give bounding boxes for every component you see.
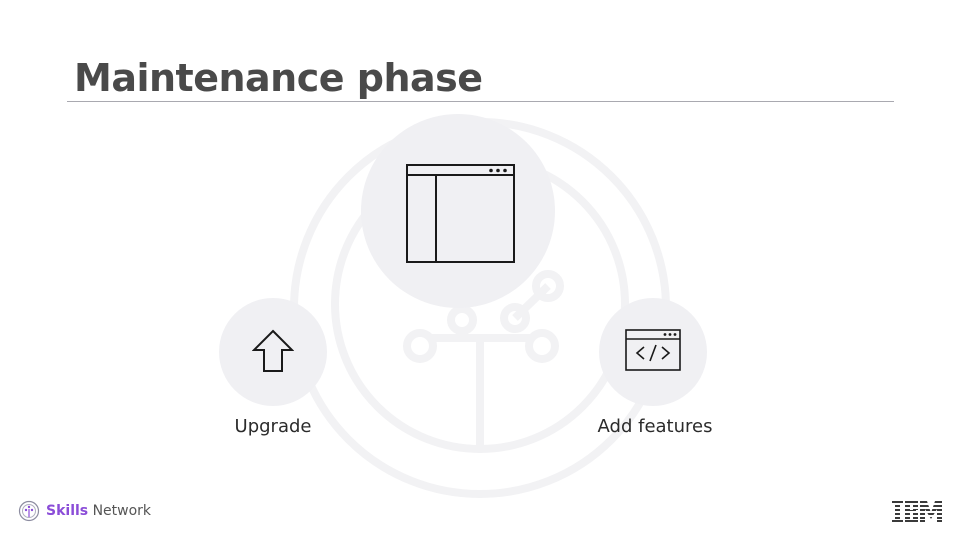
add-features-label: Add features xyxy=(597,416,713,437)
skills-network-logo-icon xyxy=(18,500,40,522)
main-bubble xyxy=(361,114,555,308)
page-title: Maintenance phase xyxy=(74,56,483,100)
ibm-logo xyxy=(892,501,942,522)
up-arrow-icon xyxy=(252,329,294,372)
upgrade-bubble xyxy=(219,298,327,406)
browser-window-icon xyxy=(406,164,515,263)
brand-name-rest: Network xyxy=(88,503,152,519)
title-divider xyxy=(67,101,894,102)
brand-name: Skills Network xyxy=(46,503,151,519)
code-window-icon xyxy=(625,329,681,371)
brand-name-strong: Skills xyxy=(46,503,89,519)
upgrade-label: Upgrade xyxy=(234,416,312,437)
skills-network-brand: Skills Network xyxy=(18,499,151,523)
